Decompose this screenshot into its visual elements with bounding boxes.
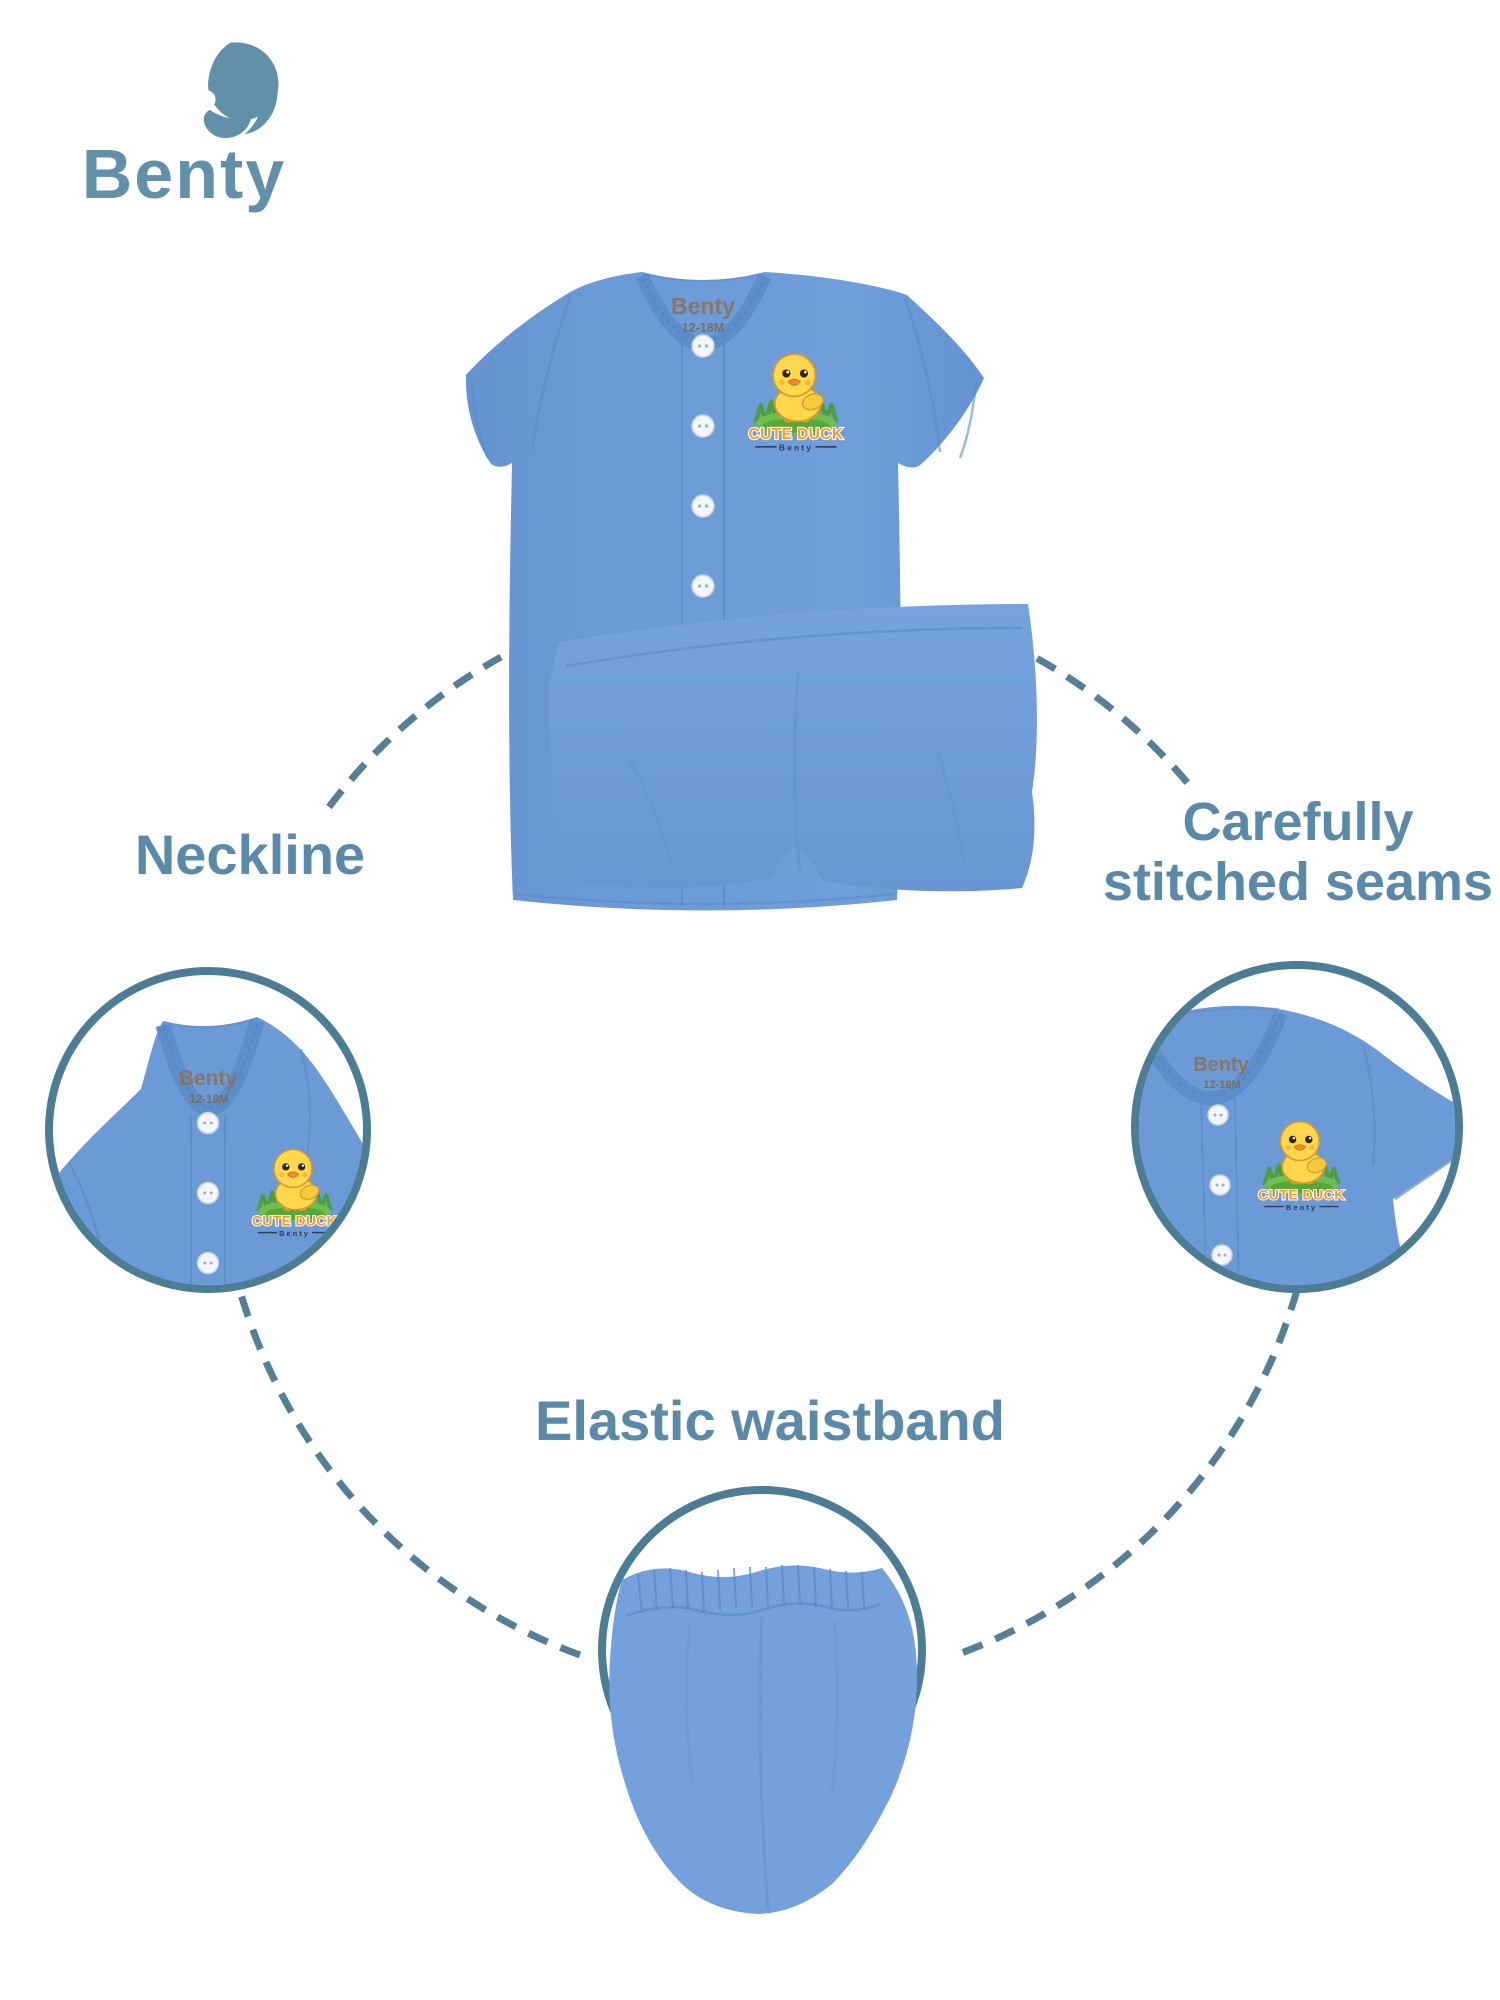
callout-circle-seams: Benty 12-18M: [1131, 961, 1463, 1293]
neck-label-size: 12-18M: [682, 321, 724, 335]
buttons: [1207, 1104, 1233, 1266]
neck-label-brand: Benty: [179, 1067, 238, 1090]
shorts: [549, 604, 1037, 892]
dashed-arc-lower-right: [954, 1289, 1301, 1659]
callout-label-seams-line1: Carefully: [1182, 792, 1414, 852]
armhole-seam: [1361, 1044, 1376, 1166]
elastic-gathers: [637, 1564, 865, 1613]
sleeve-hem-seam: [1394, 1141, 1455, 1201]
dashed-arc-lower-left: [233, 1279, 582, 1659]
neck-label-size: 12-18M: [190, 1094, 229, 1106]
callout-label-seams: Carefully stitched seams: [1096, 792, 1500, 913]
elastic-band-seam: [625, 1602, 881, 1618]
dashed-arc-upper-left: [326, 653, 503, 810]
brand-logo-text: Benty: [81, 135, 287, 213]
shorts-waistband-line: [565, 626, 1023, 668]
product-image: Benty 12-18M: [465, 272, 1037, 911]
callout-circle-neckline: Benty 12-18M: [45, 967, 371, 1293]
buttons: [196, 1111, 220, 1275]
callout-label-seams-line2: stitched seams: [1102, 852, 1494, 913]
callout-circle-waistband: [598, 1486, 926, 1914]
shorts-back-view: [609, 1564, 917, 1914]
callout-label-neckline: Neckline: [134, 823, 366, 886]
brand-logo-icon: [197, 42, 279, 139]
callout-label-waistband: Elastic waistband: [535, 1389, 1005, 1452]
buttons: [691, 334, 715, 598]
neck-label-size: 12-18M: [1203, 1079, 1240, 1091]
neck-label-brand: Benty: [1193, 1054, 1249, 1076]
neck-label-brand: Benty: [671, 293, 735, 319]
